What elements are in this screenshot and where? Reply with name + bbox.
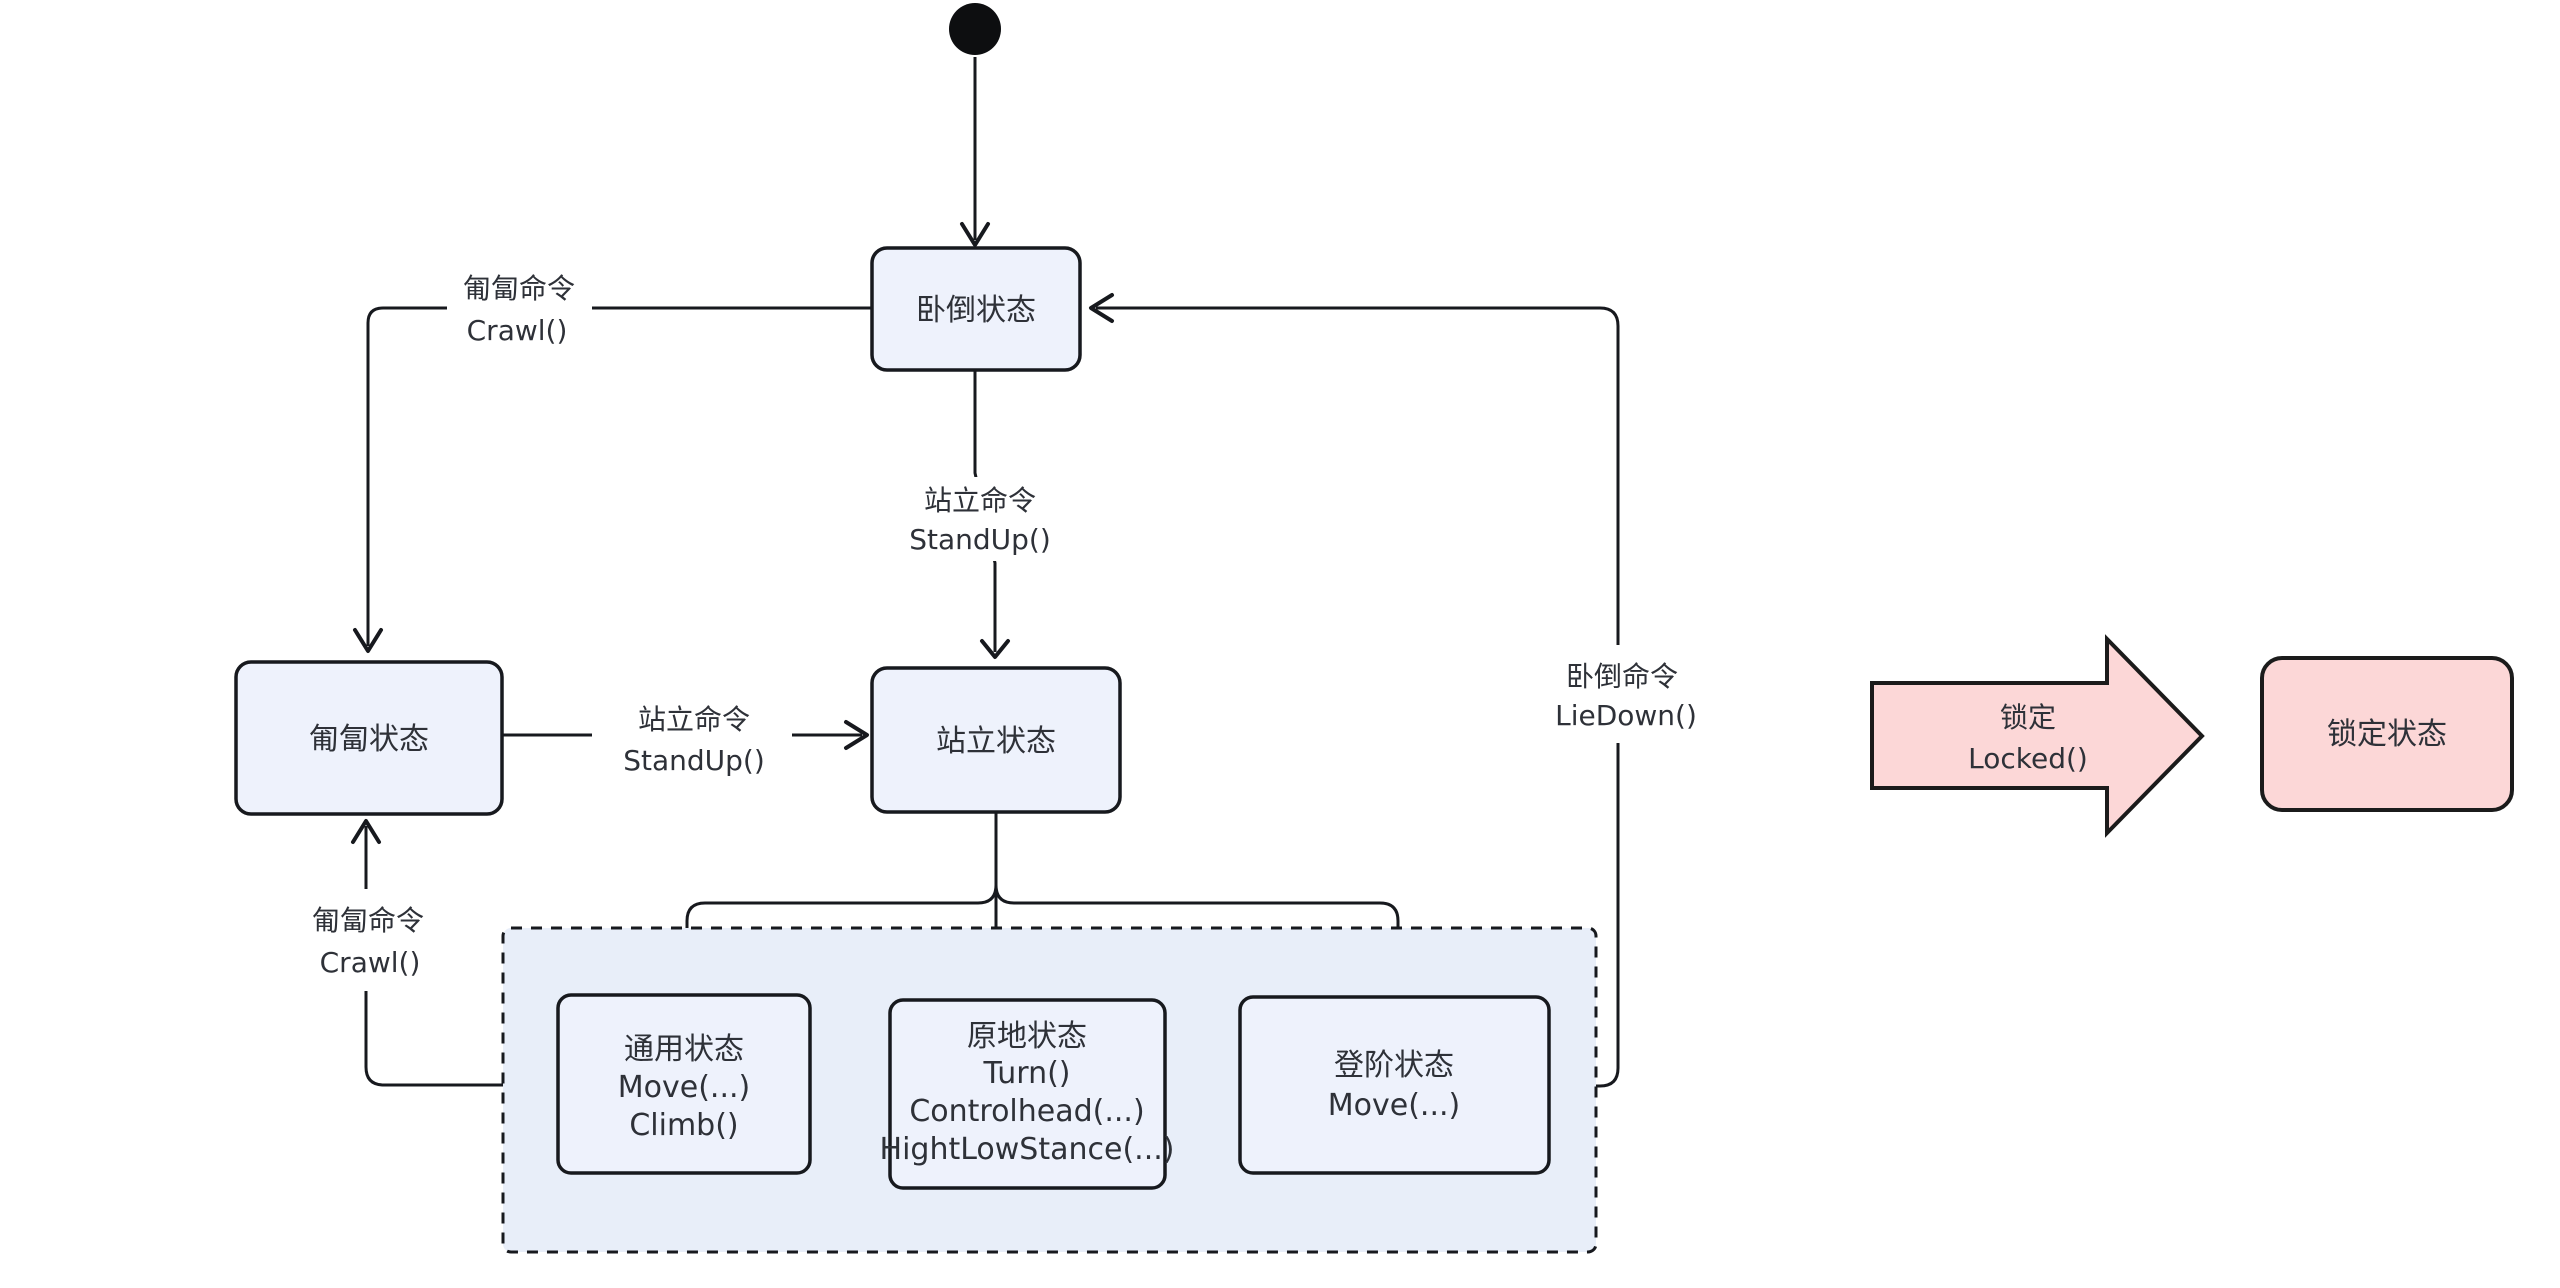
edge-label: LieDown()	[1555, 699, 1697, 732]
node-locked-state: 锁定状态	[2260, 656, 2514, 812]
edge-label: 卧倒命令	[1566, 660, 1678, 693]
node-method: Move(...)	[1328, 1088, 1460, 1123]
node-title: 锁定状态	[2327, 717, 2447, 752]
edge-line	[994, 884, 1400, 984]
node-method: HightLowStance(...)	[880, 1132, 1175, 1167]
edge-label: StandUp()	[623, 744, 765, 777]
node-title: 通用状态	[624, 1032, 744, 1067]
initial-state-dot	[949, 3, 1001, 55]
node-stair-state: 登阶状态 Move(...)	[1238, 995, 1551, 1175]
arrow-label: Locked()	[1968, 742, 2088, 775]
big-right-arrow-icon	[1870, 634, 2205, 838]
edge-label: Crawl()	[467, 314, 568, 347]
arrow-up-icon	[351, 819, 381, 844]
arrow-left-icon	[1089, 293, 1114, 323]
node-box	[870, 246, 1082, 372]
edge-line	[685, 884, 998, 984]
node-box	[870, 666, 1122, 814]
node-lie-state: 卧倒状态	[870, 246, 1082, 372]
node-box	[1238, 995, 1551, 1175]
node-stand-state: 站立状态	[870, 666, 1122, 814]
node-title: 匍匐状态	[309, 722, 429, 757]
edge-label: 站立命令	[924, 484, 1036, 517]
edge-lie-to-crawl: 匍匐命令 Crawl()	[353, 266, 872, 653]
edge-label: 站立命令	[638, 703, 750, 736]
node-box	[888, 998, 1167, 1190]
node-general-state: 通用状态 Move(...) Climb()	[556, 993, 812, 1175]
node-crawl-state: 匍匐状态	[234, 660, 504, 816]
arrow-right-icon	[844, 720, 869, 750]
edge-label: 匍匐命令	[312, 904, 424, 937]
node-method: Climb()	[629, 1108, 738, 1143]
node-method: Move(...)	[618, 1070, 750, 1105]
edge-label-background	[592, 697, 792, 783]
locked-transition-arrow: 锁定 Locked()	[1870, 634, 2205, 838]
edge-general-to-crawl: 匍匐命令 Crawl()	[303, 819, 558, 1087]
edge-stair-to-lie: 卧倒命令 LieDown()	[1089, 293, 1708, 1088]
node-title: 原地状态	[967, 1019, 1087, 1054]
arrow-down-icon	[960, 222, 990, 247]
node-box	[2260, 656, 2514, 812]
edge-lie-to-stand: 站立命令 StandUp()	[902, 370, 1058, 659]
node-box	[556, 993, 812, 1175]
node-method: Controlhead(...)	[909, 1094, 1144, 1129]
edge-label: StandUp()	[909, 523, 1051, 556]
edge-line	[364, 826, 558, 1087]
edge-label-background	[303, 889, 433, 991]
node-title: 卧倒状态	[916, 293, 1036, 328]
edge-label-background	[1544, 645, 1708, 743]
node-box	[234, 660, 504, 816]
arrow-label: 锁定	[2000, 701, 2056, 734]
arrow-down-icon	[353, 628, 383, 653]
edge-label: Crawl()	[320, 946, 421, 979]
edge-label-background	[902, 477, 1058, 561]
edge-label-background	[447, 266, 592, 350]
node-method: Turn()	[982, 1056, 1070, 1091]
node-inplace-state: 原地状态 Turn() Controlhead(...) HightLowSta…	[880, 998, 1175, 1190]
edge-initial-to-lie	[960, 57, 990, 247]
node-title: 登阶状态	[1334, 1048, 1454, 1083]
node-title: 站立状态	[936, 724, 1056, 759]
edge-line	[366, 306, 872, 646]
edge-label: 匍匐命令	[463, 272, 575, 305]
arrow-down-icon	[980, 639, 1010, 659]
edge-crawl-to-stand: 站立命令 StandUp()	[502, 697, 869, 783]
